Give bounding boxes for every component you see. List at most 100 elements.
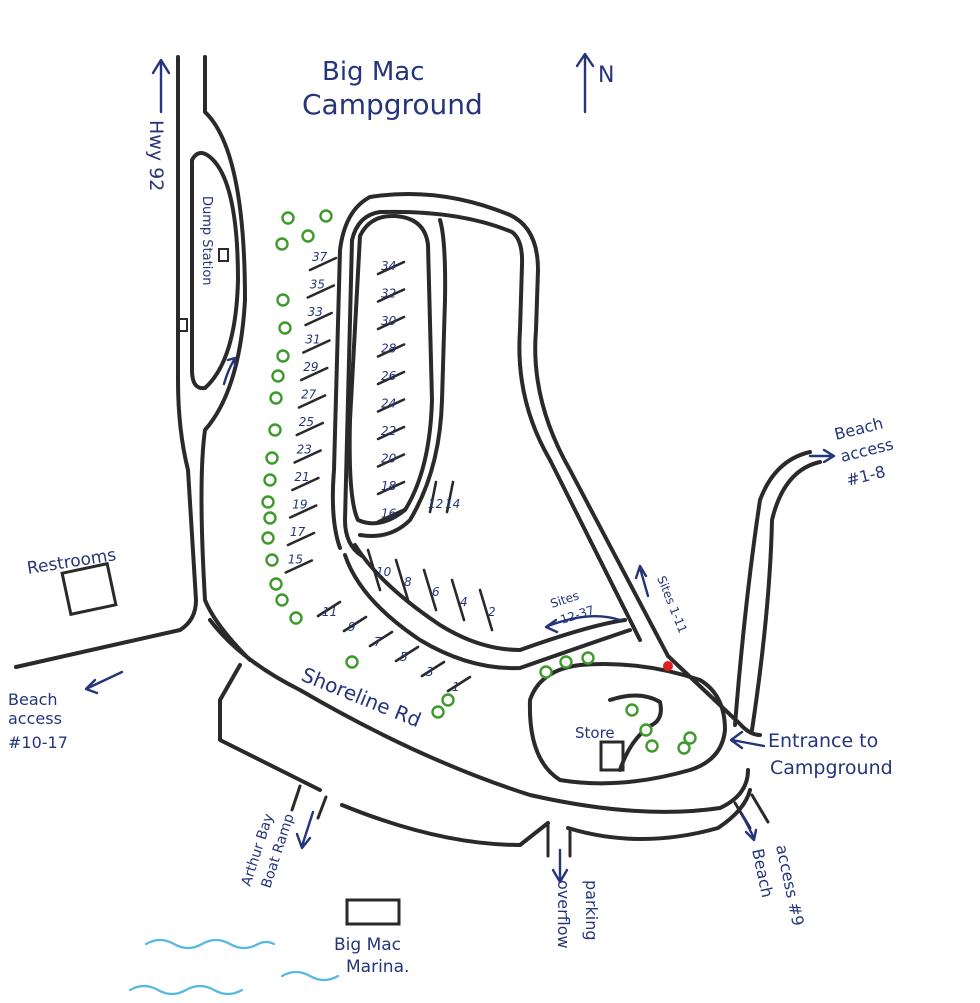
highway-92-road: Hwy 92 <box>14 55 252 669</box>
campsite-pad <box>376 398 406 413</box>
campsite-pad <box>376 508 406 523</box>
tree-icon <box>276 349 290 363</box>
dump-station-label: Dump Station <box>199 196 214 286</box>
campsite-pad <box>422 568 438 612</box>
campsite-17: 17 <box>286 525 316 547</box>
campsite-number: 11 <box>322 605 337 619</box>
beach-access-10-17: Beach access #10-17 <box>8 670 124 752</box>
campsite-pad <box>478 588 494 632</box>
campsite-pad <box>394 645 420 663</box>
tree-icon <box>269 577 283 591</box>
marina-line-1: Big Mac <box>334 935 401 955</box>
campsite-32: 32 <box>376 287 406 303</box>
beach-10-17-line-2: access <box>8 709 62 728</box>
campsite-pad <box>297 394 327 409</box>
tree-icon <box>431 705 445 719</box>
campsite-number: 15 <box>288 553 303 567</box>
north-label: N <box>598 63 614 88</box>
campsite-19: 19 <box>288 498 318 519</box>
campsite-number: 5 <box>400 650 408 664</box>
you-are-here-marker <box>663 661 673 671</box>
campsite-pad <box>376 370 406 386</box>
campsite-pad <box>342 615 368 633</box>
campsite-number: 12 <box>428 497 443 511</box>
tree-icon <box>559 655 573 669</box>
campsite-number: 19 <box>292 498 307 512</box>
campsite-pad <box>376 288 406 303</box>
tree-icon <box>261 495 275 509</box>
campsite-number: 21 <box>294 470 309 484</box>
campsite-number: 18 <box>381 479 397 493</box>
campsite-pad <box>376 343 406 358</box>
campsite-number: 20 <box>381 452 397 466</box>
campsite-10: 10 <box>366 548 392 592</box>
tree-icon <box>441 693 455 707</box>
tree-icon <box>289 611 303 625</box>
campsite-number: 26 <box>381 369 397 383</box>
campsite-30: 30 <box>376 314 406 331</box>
campsite-29: 29 <box>299 360 329 382</box>
campsite-number: 35 <box>310 278 325 292</box>
store-label: Store <box>575 724 615 742</box>
campsite-pad <box>293 449 322 464</box>
tree-icon <box>683 731 697 745</box>
store: Store <box>575 724 625 772</box>
trees <box>261 209 697 755</box>
campsite-pad <box>428 480 438 514</box>
overflow-parking: overflow parking <box>546 823 601 949</box>
campsite-number: 25 <box>299 415 314 429</box>
campsite-22: 22 <box>376 424 406 441</box>
tree-icon <box>268 423 282 437</box>
restrooms: Restrooms <box>26 545 118 617</box>
tree-icon <box>625 703 639 717</box>
campsite-number: 10 <box>376 565 392 579</box>
beach-access-9: Beach access #9 <box>733 793 808 928</box>
tree-icon <box>581 651 595 665</box>
campsite-18: 18 <box>376 479 406 496</box>
campsite-pad <box>286 531 316 547</box>
campsite-pad <box>291 476 320 492</box>
campsite-number: 37 <box>312 250 328 264</box>
campsite-pad <box>445 480 455 514</box>
beach-9-line-1: Beach <box>748 847 777 899</box>
campsite-number: 33 <box>308 305 323 319</box>
campsite-pad <box>376 315 406 331</box>
campsite-number: 6 <box>432 585 440 599</box>
campsite-14: 14 <box>445 480 460 514</box>
entrance-line-2: Campground <box>770 757 893 779</box>
title-line-2: Campground <box>302 88 483 121</box>
map-title: Big Mac Campground <box>302 57 483 121</box>
entrance-line-1: Entrance to <box>768 730 878 752</box>
water-waves <box>128 938 340 996</box>
campsite-pad <box>366 548 382 592</box>
tree-icon <box>278 321 292 335</box>
campsite-pad <box>284 559 314 574</box>
campsite-number: 8 <box>404 575 412 589</box>
campsite-26: 26 <box>376 369 406 386</box>
campsite-1: 1 <box>446 675 472 694</box>
campsite-pad <box>302 339 331 354</box>
tree-icon <box>345 655 359 669</box>
marina-building <box>345 898 401 926</box>
north-arrow-icon: N <box>575 52 614 114</box>
campsite-21: 21 <box>291 470 320 492</box>
campsite-pad <box>376 260 406 276</box>
campsite-number: 24 <box>381 397 396 411</box>
campsite-number: 29 <box>303 360 318 374</box>
campsite-8: 8 <box>394 558 412 602</box>
beach-1-8-line-3: #1-8 <box>844 462 887 490</box>
store-building <box>599 740 625 772</box>
tree-icon <box>263 511 277 525</box>
campsite-37: 37 <box>308 250 338 272</box>
boat-ramp: Arthur Bay Boat Ramp <box>239 784 328 890</box>
tree-icon <box>269 391 283 405</box>
campsite-pad <box>376 425 406 441</box>
campsite-20: 20 <box>376 452 406 468</box>
inner-loop <box>347 213 448 538</box>
tree-icon <box>275 593 289 607</box>
overflow-parking-line-1: overflow <box>554 880 573 949</box>
restrooms-building <box>60 561 118 617</box>
campsite-number: 17 <box>290 525 306 539</box>
highway-label: Hwy 92 <box>145 120 167 191</box>
